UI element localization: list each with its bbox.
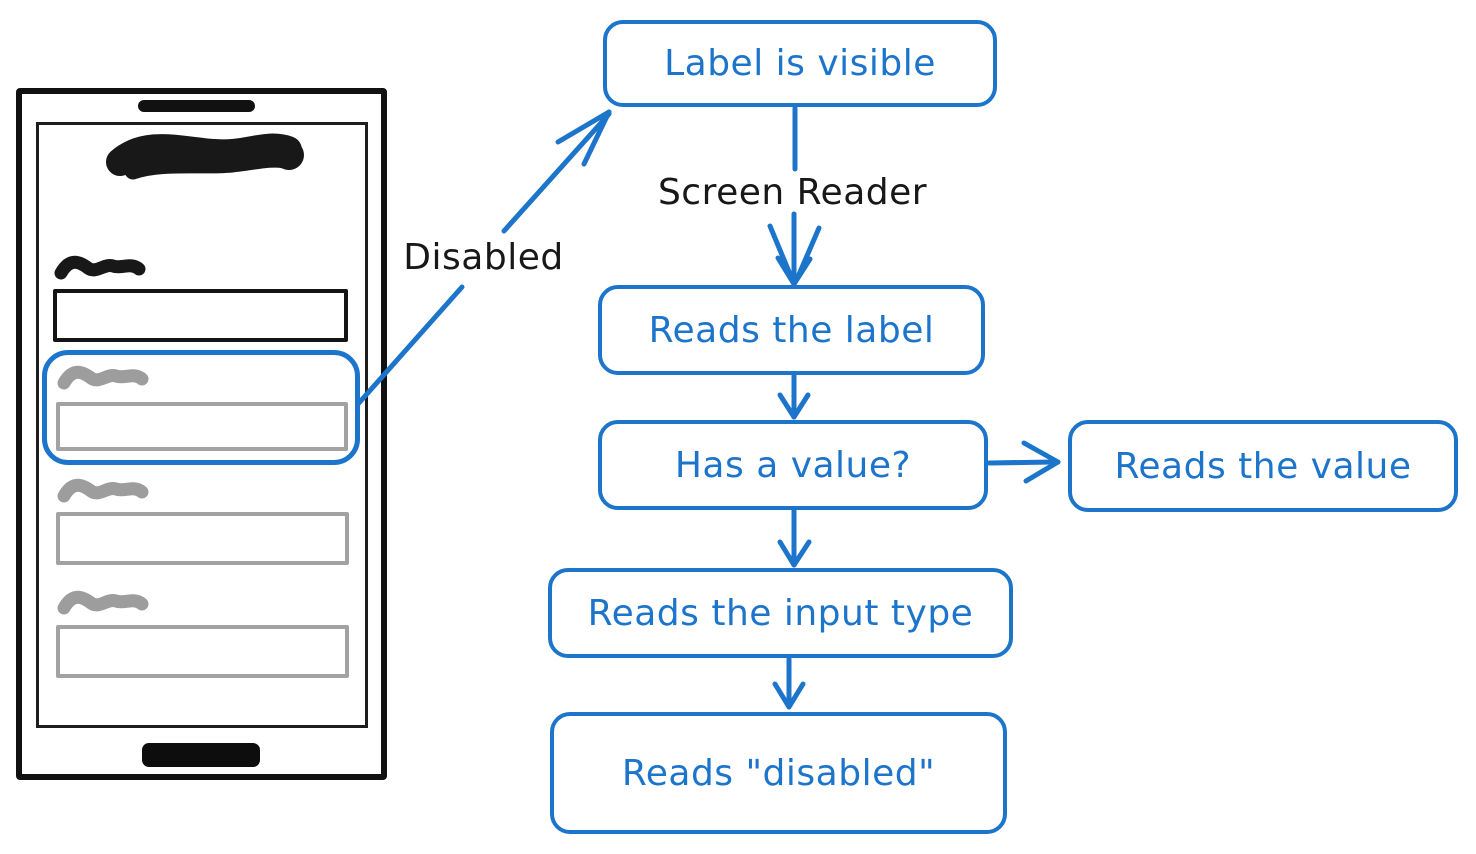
arrow-reads-input-type-to-reads-disabled	[772, 656, 806, 710]
flow-node-has-value: Has a value?	[598, 420, 988, 510]
flow-node-reads-label: Reads the label	[598, 285, 985, 375]
flow-node-reads-disabled: Reads "disabled"	[550, 712, 1007, 834]
flow-node-reads-input-type: Reads the input type	[548, 568, 1013, 658]
screen-reader-edge-label: Screen Reader	[657, 172, 928, 213]
text-input-disabled-2	[56, 512, 349, 565]
arrow-has-value-to-reads-input-type	[777, 506, 812, 568]
phone-home-button	[142, 743, 260, 767]
arrow-reads-label-to-has-value	[777, 371, 811, 420]
text-input-disabled-3	[56, 625, 349, 678]
text-input-disabled-1	[56, 402, 348, 451]
text-input-active	[53, 289, 348, 342]
arrow-has-value-to-reads-value	[986, 440, 1061, 484]
arrow-screen-reader-to-reads-label	[767, 211, 822, 287]
flow-node-reads-value: Reads the value	[1068, 420, 1458, 512]
disabled-field-highlight	[42, 350, 360, 465]
disabled-edge-label: Disabled	[403, 237, 564, 278]
flow-node-label-visible: Label is visible	[603, 20, 997, 107]
phone-speaker-bar	[138, 100, 255, 112]
